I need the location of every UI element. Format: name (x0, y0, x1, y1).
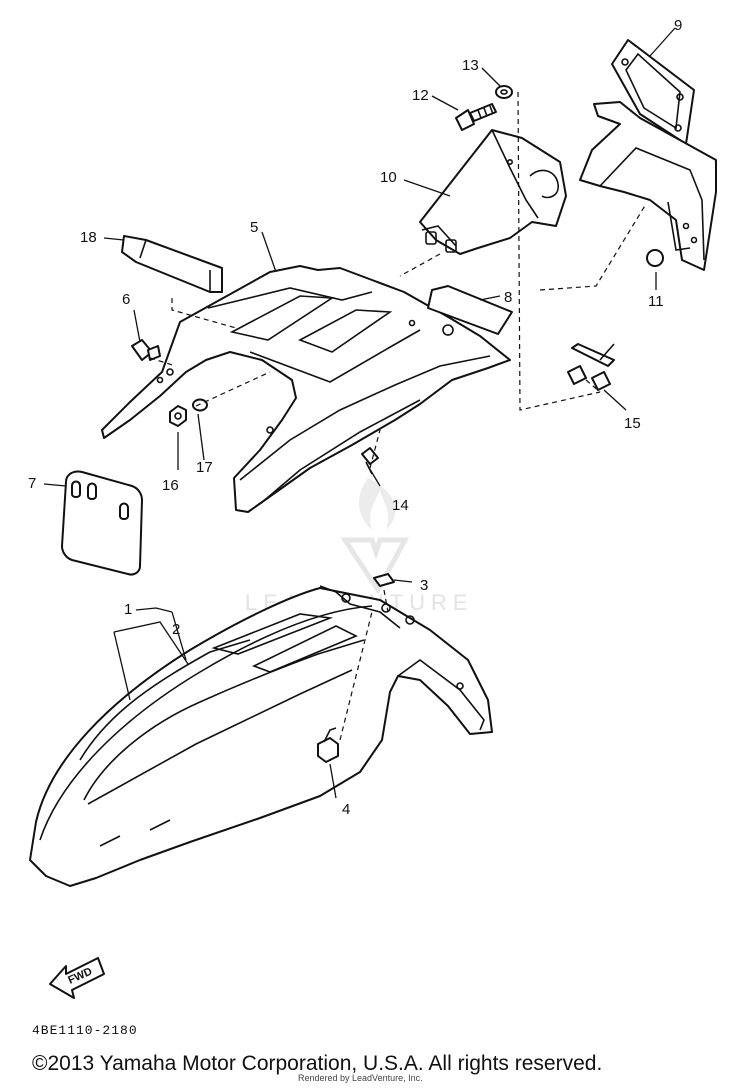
rendered-by-notice: Rendered by LeadVenture, Inc. (298, 1073, 423, 1083)
callout-1: 1 (124, 601, 132, 618)
watermark: LEADVENTURE (245, 478, 468, 615)
part-10-bracket (419, 129, 567, 255)
callout-7: 7 (28, 475, 36, 492)
part-11-reflector (646, 249, 664, 267)
callout-10: 10 (380, 169, 397, 186)
assembly-lines (149, 91, 647, 741)
callout-labels: 1 2 3 4 5 6 7 8 9 10 11 12 13 14 15 16 1… (28, 17, 682, 818)
part-3-washer (373, 573, 395, 587)
part-13-washer (495, 85, 513, 99)
part-6-bolt (131, 339, 161, 361)
part-16-nut (169, 405, 187, 427)
part-7-number-plate (61, 470, 143, 576)
diagram-code: 4BE1110-2180 (32, 1023, 138, 1038)
callout-14: 14 (392, 497, 409, 514)
callout-17: 17 (196, 459, 213, 476)
callout-6: 6 (122, 291, 130, 308)
callout-13: 13 (462, 57, 479, 74)
part-1-front-fender (29, 585, 493, 887)
part-15-fasteners (567, 343, 615, 391)
callout-9: 9 (674, 17, 682, 34)
part-9-plate-bracket (579, 39, 717, 271)
part-18-pad (121, 235, 223, 293)
part-12-bolt (455, 103, 497, 131)
callout-12: 12 (412, 87, 429, 104)
part-8-decal (427, 285, 513, 335)
callout-16: 16 (162, 477, 179, 494)
callout-15: 15 (624, 415, 641, 432)
fwd-arrow-icon: FWD (49, 957, 105, 999)
callout-4: 4 (342, 801, 350, 818)
leader-lines (43, 27, 676, 799)
part-5-rear-fender (101, 265, 511, 513)
callout-8: 8 (504, 289, 512, 306)
callout-18: 18 (80, 229, 97, 246)
copyright-notice: ©2013 Yamaha Motor Corporation, U.S.A. A… (32, 1052, 603, 1075)
callout-3: 3 (420, 577, 428, 594)
callout-11: 11 (648, 293, 664, 310)
callout-2: 2 (172, 621, 180, 638)
callout-5: 5 (250, 219, 258, 236)
part-4-bolt (317, 727, 339, 763)
part-17-washer (192, 398, 208, 412)
